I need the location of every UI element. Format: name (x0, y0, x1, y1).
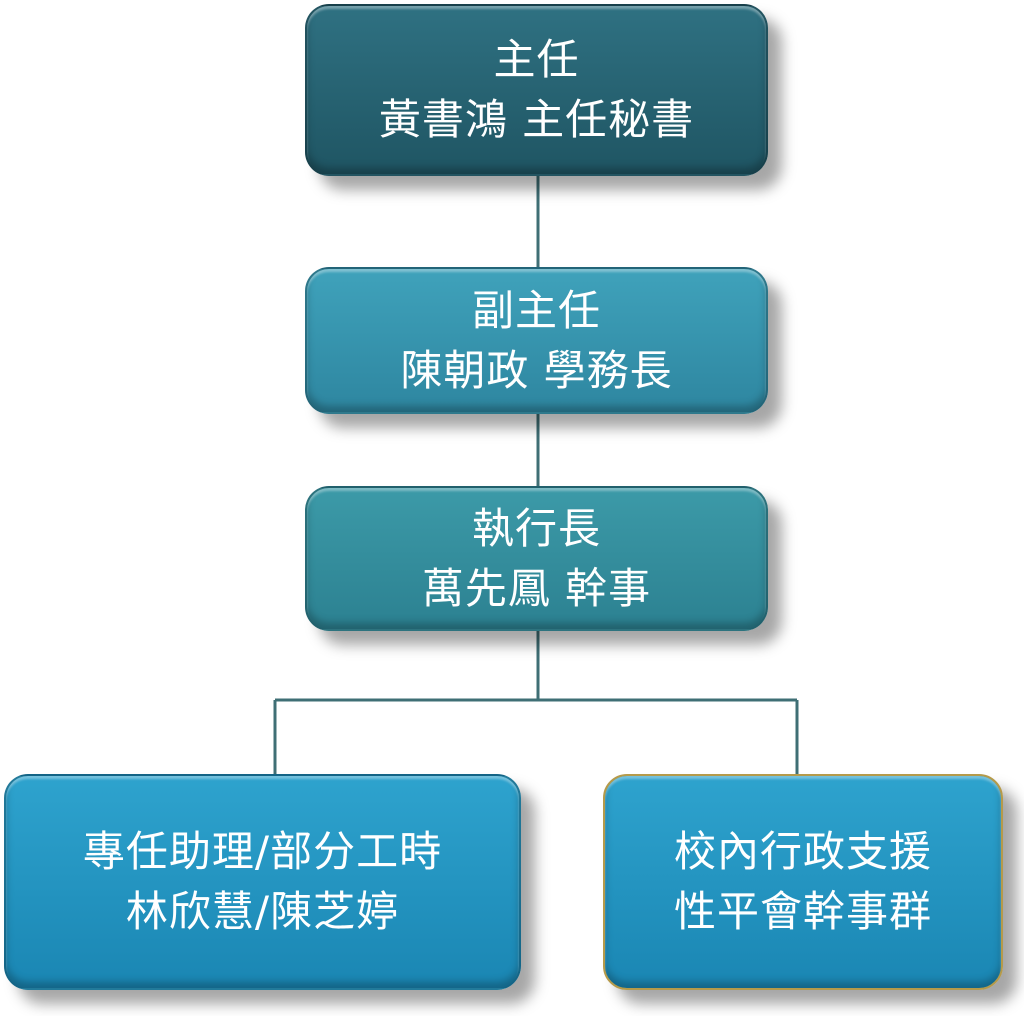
director-node: 主任 黃書鴻 主任秘書 (305, 4, 768, 176)
director-name: 黃書鴻 主任秘書 (378, 95, 695, 144)
director-title: 主任 (493, 35, 580, 84)
executive-title: 執行長 (471, 503, 601, 553)
executive-node: 執行長 萬先鳳 幹事 (305, 486, 768, 631)
deputy-director-node: 副主任 陳朝政 學務長 (305, 267, 768, 414)
deputy-title: 副主任 (471, 285, 601, 335)
deputy-name: 陳朝政 學務長 (400, 345, 673, 395)
support-name: 性平會幹事群 (673, 887, 932, 936)
assistant-name: 林欣慧/陳芝婷 (125, 887, 400, 936)
support-node: 校內行政支援 性平會幹事群 (603, 774, 1003, 990)
support-title: 校內行政支援 (673, 827, 932, 876)
assistant-title: 專任助理/部分工時 (82, 827, 443, 876)
executive-name: 萬先鳳 幹事 (421, 563, 652, 613)
assistant-node: 專任助理/部分工時 林欣慧/陳芝婷 (4, 774, 521, 990)
